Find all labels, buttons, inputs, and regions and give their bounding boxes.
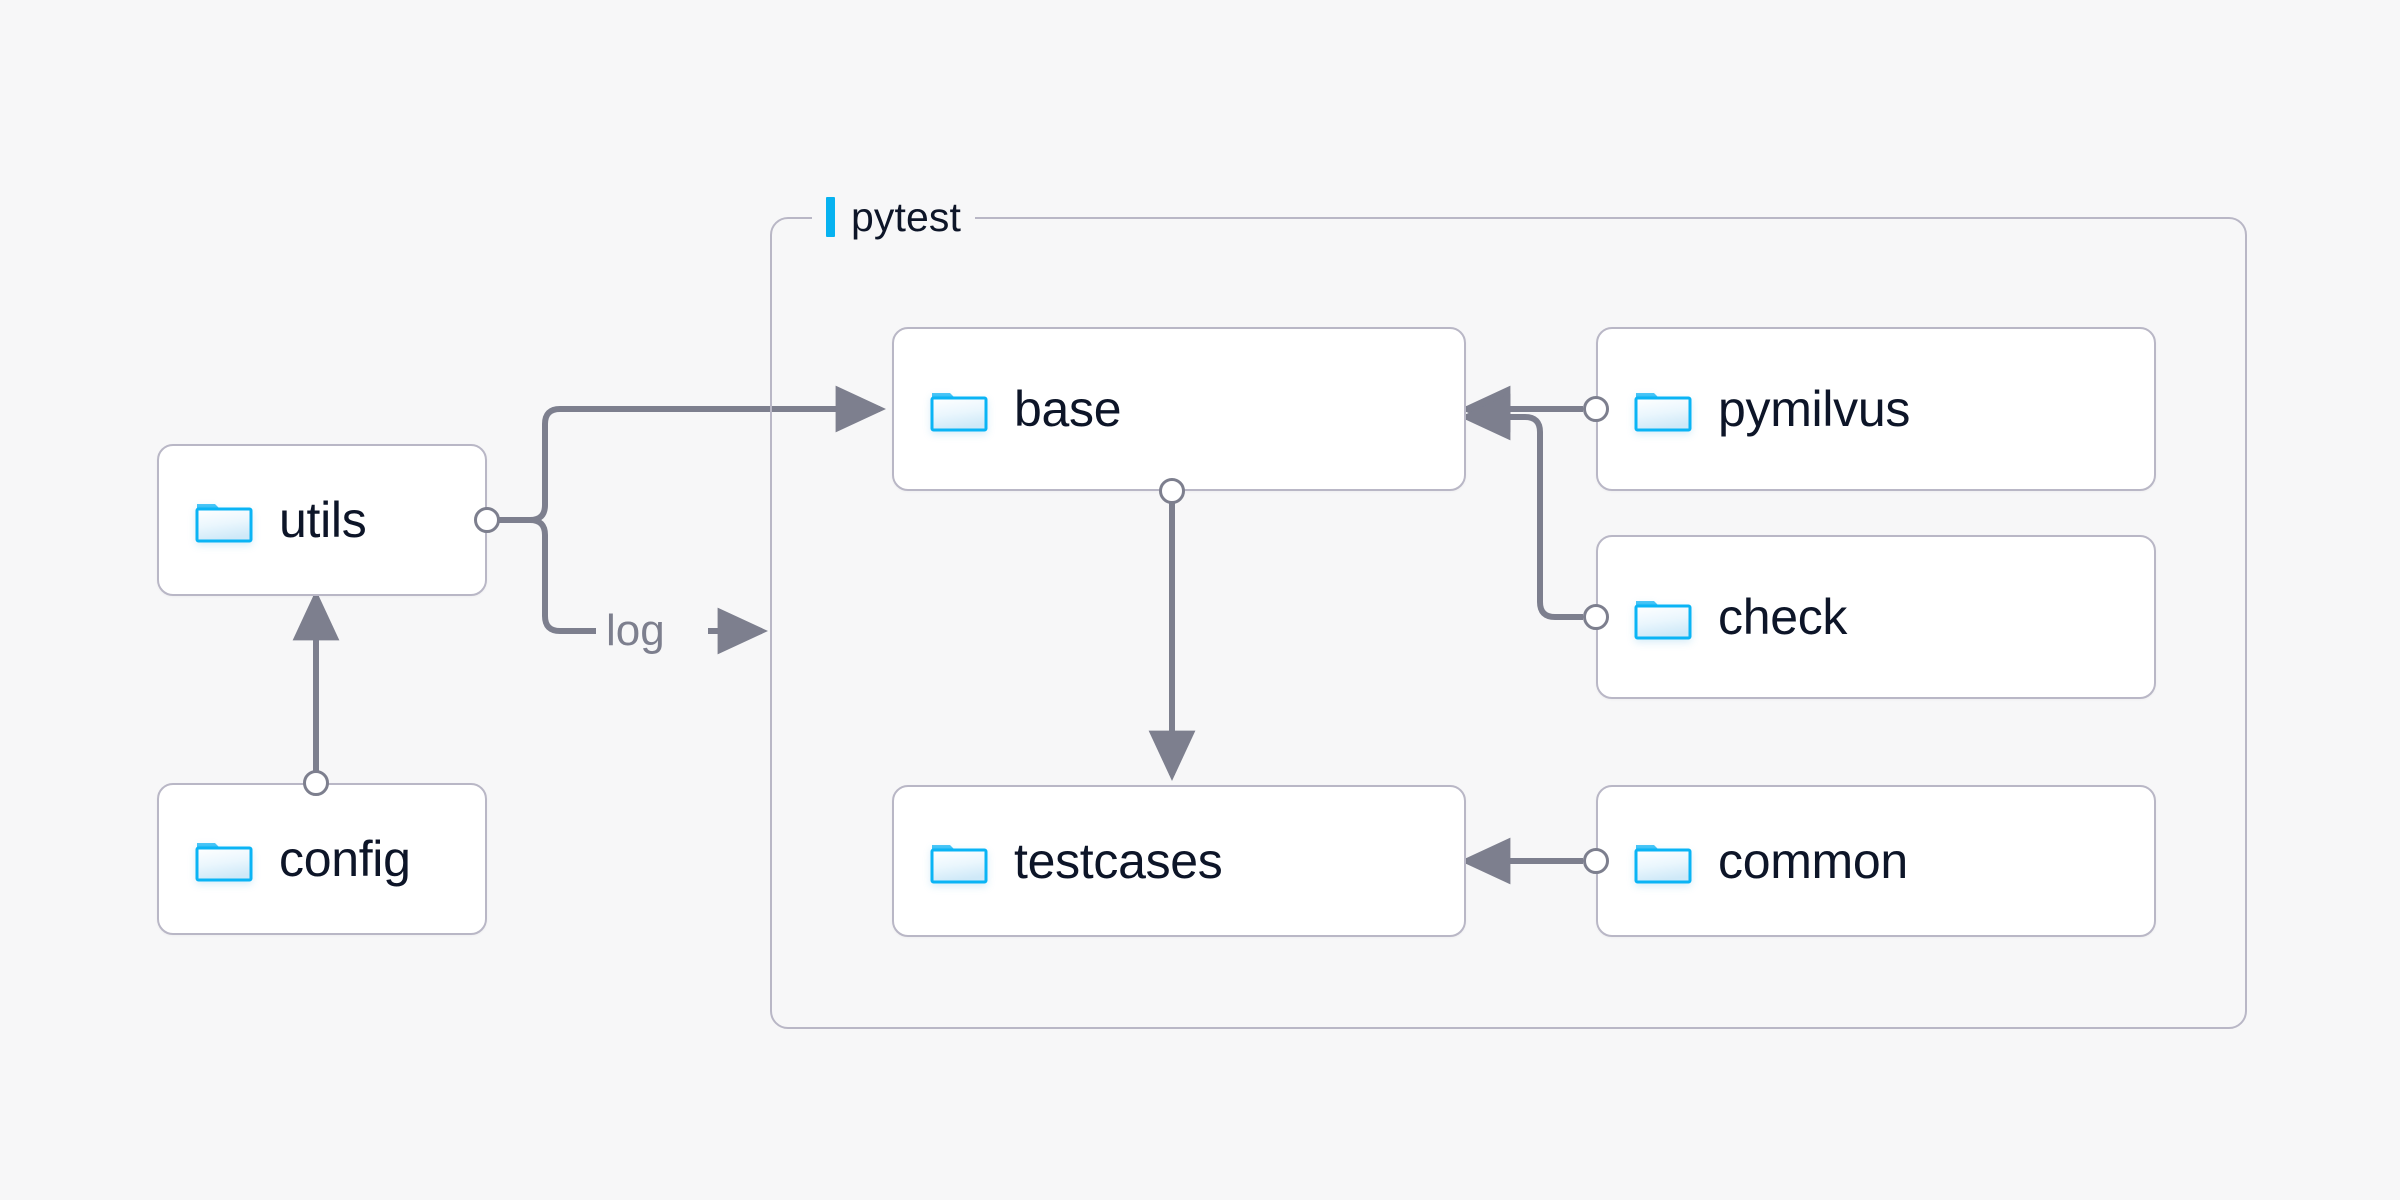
node-pymilvus[interactable]: pymilvus [1596, 327, 2156, 491]
node-utils[interactable]: utils [157, 444, 487, 596]
group-accent-bar [826, 197, 835, 237]
group-pytest [770, 217, 2247, 1029]
port-utils-right[interactable] [474, 507, 500, 533]
folder-icon [195, 843, 253, 882]
folder-icon [1634, 601, 1692, 640]
node-common-label: common [1718, 833, 1908, 889]
port-base-bottom[interactable] [1159, 478, 1185, 504]
node-pymilvus-label: pymilvus [1718, 381, 1911, 437]
node-check[interactable]: check [1596, 535, 2156, 699]
edge-label-log: log [606, 606, 665, 655]
edge-utils-to-pytest-elbow [529, 517, 596, 634]
folder-icon [930, 393, 988, 432]
node-base[interactable]: base [892, 327, 1466, 491]
port-config-top[interactable] [303, 770, 329, 796]
node-utils-label: utils [279, 492, 367, 548]
folder-icon [1634, 393, 1692, 432]
node-check-label: check [1718, 589, 1848, 645]
node-base-label: base [1014, 381, 1122, 437]
folder-icon [1634, 845, 1692, 884]
port-check-left[interactable] [1583, 604, 1609, 630]
port-common-left[interactable] [1583, 848, 1609, 874]
node-common[interactable]: common [1596, 785, 2156, 937]
group-pytest-label: pytest [812, 190, 975, 244]
node-config-label: config [279, 831, 411, 887]
folder-icon [195, 504, 253, 543]
node-config[interactable]: config [157, 783, 487, 935]
port-pymilvus-left[interactable] [1583, 396, 1609, 422]
node-testcases[interactable]: testcases [892, 785, 1466, 937]
group-pytest-title: pytest [851, 193, 961, 240]
node-testcases-label: testcases [1014, 833, 1223, 889]
folder-icon [930, 845, 988, 884]
